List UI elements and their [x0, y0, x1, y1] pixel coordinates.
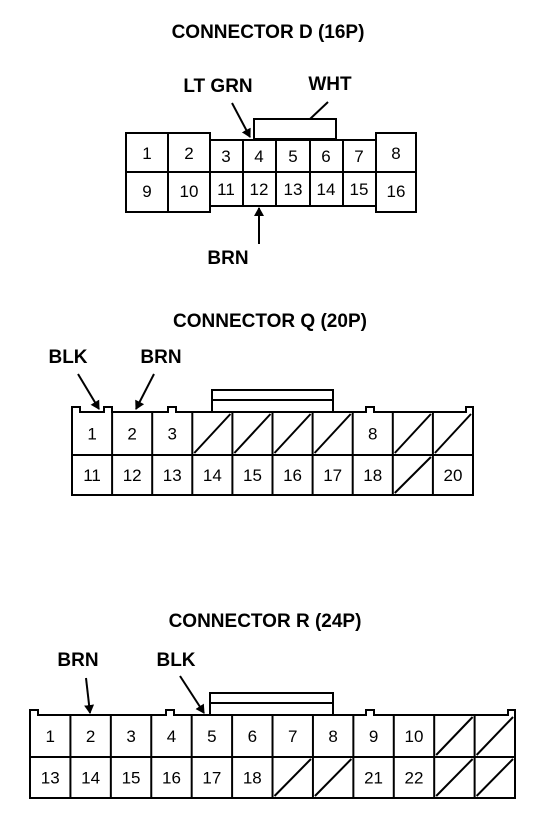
connector-q-pin: 20: [443, 466, 462, 485]
connector-d-pin: 15: [350, 180, 369, 199]
connector-d: CONNECTOR D (16P) LT GRN WHT 1 2 3 4 5 6…: [125, 22, 417, 269]
wire-label-blk-r: BLK: [156, 650, 195, 671]
connector-r-blank-cavity: [314, 758, 353, 797]
connector-r-pin: 14: [81, 769, 100, 788]
connector-q-pin: 12: [123, 466, 142, 485]
connector-r-blank-cavity: [475, 716, 514, 756]
connector-r-pin: 10: [405, 727, 424, 746]
connector-q-blank-cavity: [394, 413, 432, 454]
connector-d-pin: 11: [217, 180, 235, 199]
connector-r-pin: 13: [41, 769, 60, 788]
connector-r-pin: 16: [162, 769, 181, 788]
connector-d-pin: 8: [391, 144, 400, 163]
connector-r-pin: 7: [288, 727, 297, 746]
connector-q-blank-cavity: [273, 413, 312, 454]
connector-d-pin: 9: [142, 182, 151, 201]
connector-q-pin: 15: [243, 466, 262, 485]
connector-d-title: CONNECTOR D (16P): [172, 22, 365, 43]
connector-d-pin: 3: [221, 147, 230, 166]
connector-r-pin: 22: [405, 769, 424, 788]
connector-q-pin: 17: [323, 466, 342, 485]
connector-q-pin: 1: [87, 425, 96, 444]
connector-q-blank-cavity: [193, 413, 232, 454]
connector-d-pin: 16: [387, 182, 406, 201]
connector-r-pin: 4: [167, 727, 176, 746]
arrow-blk-r: [179, 675, 205, 714]
connector-q-title: CONNECTOR Q (20P): [173, 311, 367, 332]
connector-r-pin: 5: [207, 727, 216, 746]
arrow-blk-q: [77, 373, 100, 410]
connector-q-pin: 13: [163, 466, 182, 485]
connector-r-blank-cavity: [435, 758, 474, 797]
connector-r-pin: 18: [243, 769, 262, 788]
connector-d-pin: 12: [250, 180, 269, 199]
connector-r-pin: 1: [45, 727, 54, 746]
connector-d-pin: 4: [254, 147, 263, 166]
connector-r-pin: 9: [369, 727, 378, 746]
arrow-lt-grn: [231, 102, 251, 138]
connector-d-pin: 5: [288, 147, 297, 166]
connector-q-blank-cavity: [233, 413, 272, 454]
connector-r-blank-cavity: [435, 716, 474, 756]
connector-q-pin: 14: [203, 466, 222, 485]
wire-label-blk-q: BLK: [48, 347, 87, 368]
connector-d-pin: 14: [317, 180, 336, 199]
connector-d-latch: [253, 118, 337, 140]
connector-r-pin: 8: [328, 727, 337, 746]
wire-label-brn-q: BRN: [140, 347, 181, 368]
connector-r-pin: 2: [86, 727, 95, 746]
connector-d-pin: 10: [180, 182, 199, 201]
connector-q-pin: 11: [83, 466, 101, 485]
connector-q-pin: 8: [368, 425, 377, 444]
connector-d-pin: 1: [142, 144, 151, 163]
connector-r-pin: 17: [202, 769, 221, 788]
arrow-brn-q: [135, 373, 155, 410]
connector-q-pin: 2: [127, 425, 136, 444]
connector-d-pin: 13: [284, 180, 303, 199]
connector-q-blank-cavity: [394, 456, 432, 494]
connector-r-pin: 3: [126, 727, 135, 746]
connector-r: CONNECTOR R (24P) BRN BLK 1 2 3 4 5 6 7 8 9 10 13 1…: [29, 611, 516, 799]
connector-r-title: CONNECTOR R (24P): [169, 611, 362, 632]
connector-q-pin: 18: [363, 466, 382, 485]
arrow-brn-r: [84, 677, 95, 714]
connector-d-pin: 2: [184, 144, 193, 163]
connector-r-pin: 15: [122, 769, 141, 788]
connector-q-blank-cavity: [313, 413, 352, 454]
connector-q-blank-cavity: [434, 413, 472, 454]
connector-q-pin: 3: [168, 425, 177, 444]
connector-d-pin: 7: [354, 147, 363, 166]
connector-r-blank-cavity: [475, 758, 514, 797]
wire-label-brn-d: BRN: [207, 248, 248, 269]
connector-r-pin: 21: [364, 769, 383, 788]
connector-r-blank-cavity: [273, 758, 312, 797]
wire-label-wht: WHT: [308, 74, 352, 95]
connector-q-pin: 16: [283, 466, 302, 485]
wire-label-brn-r: BRN: [57, 650, 98, 671]
wire-label-lt-grn: LT GRN: [183, 76, 252, 97]
connector-r-pin: 6: [248, 727, 257, 746]
connector-d-pin: 6: [321, 147, 330, 166]
